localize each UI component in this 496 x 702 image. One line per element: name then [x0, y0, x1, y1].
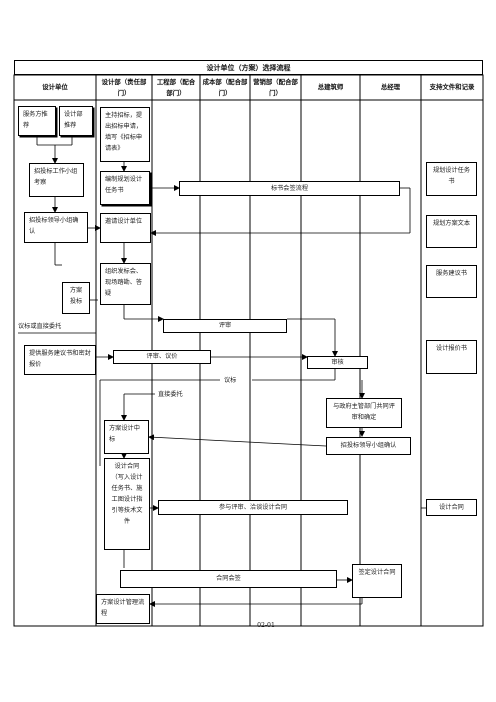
doc-design-quote: 设计报价书 [426, 340, 477, 374]
box-bid-team-review: 招投标工作小组考察 [29, 163, 84, 197]
box-host-bidding: 主持招标，提出招标申请，填写《招标申请表》 [100, 107, 150, 162]
box-scheme-process: 方案设计管理流程 [96, 594, 150, 624]
col-header-design-unit: 设计单位 [42, 83, 68, 91]
box-provide-service: 提供服务建议书和密封报价 [24, 345, 96, 375]
box-sign-contract: 签定设计合同 [352, 564, 402, 598]
box-scheme-bid: 方案投标 [62, 282, 90, 314]
bar-join-review: 参与评审、洽谈设计合同 [158, 500, 348, 515]
box-invite-units: 邀请设计单位 [100, 213, 151, 243]
bar-review-price: 评审、议价 [113, 350, 211, 364]
doc-service-proposal: 服务建议书 [426, 265, 477, 298]
col-header-design-dept: 设计部（责任部门） [101, 77, 147, 97]
label-direct: 直接委托 [158, 391, 183, 398]
col-header-cost: 成本部（配合部门） [202, 77, 248, 97]
col-header-support-docs: 支持文件和记录 [429, 83, 475, 91]
col-header-engineering: 工程部（配合部门） [156, 77, 196, 97]
label-bid-or-direct: 议标或直接委托 [18, 323, 62, 330]
col-header-marketing: 营销部（配合部门） [253, 77, 298, 97]
box-design-contract: 设计合同（写入设计任务书、施工图设计指引等技术文件 [104, 458, 150, 550]
bar-review: 评审 [163, 319, 287, 333]
page-code: 02-01 [257, 622, 275, 629]
doc-planning-task: 规划设计任务书 [426, 162, 477, 196]
box-bid-leader-confirm: 招投标领导小组确认 [24, 212, 88, 243]
bar-tender-signoff: 标书会签流程 [179, 181, 400, 196]
label-negotiate: 议标 [224, 377, 237, 384]
col-header-general-manager: 总经理 [380, 83, 401, 91]
bar-leader-confirm-2: 招投标领导小组确认 [326, 437, 411, 455]
doc-design-contract: 设计合同 [426, 499, 477, 516]
bar-audit: 审核 [307, 356, 368, 369]
box-compile-task: 编制规划设计任务书 [100, 171, 150, 205]
box-dept-recommend: 设计部推荐 [59, 106, 93, 136]
doc-planning-text: 规划方案文本 [426, 215, 477, 248]
box-winning-scheme: 方案设计中标 [104, 420, 149, 454]
col-header-chief-architect: 总建筑师 [317, 83, 344, 91]
bar-contract-sign: 合同会签 [120, 570, 337, 588]
box-with-gov: 与政府主管部门共同评审和确定 [326, 398, 402, 428]
box-service-recommend: 服务方推荐 [18, 106, 56, 136]
box-organize-release: 组织发标会、现场踏勘、答疑 [100, 263, 151, 305]
